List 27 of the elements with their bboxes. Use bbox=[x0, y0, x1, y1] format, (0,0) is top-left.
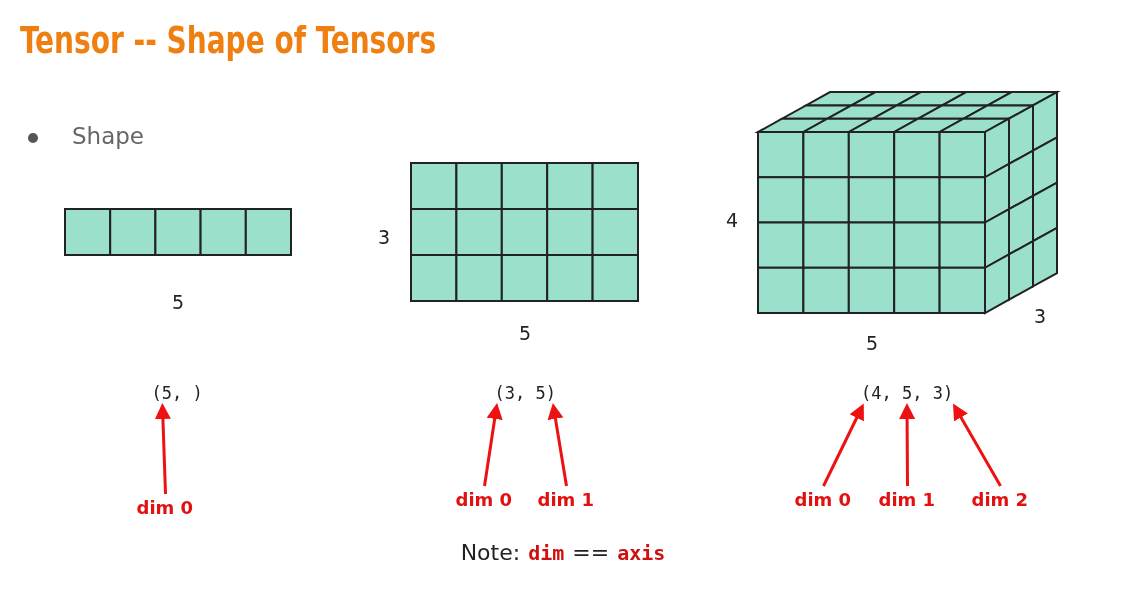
dimension-label: 3 bbox=[1034, 305, 1047, 327]
note-text: Note: bbox=[460, 540, 521, 565]
dimension-label: 5 bbox=[866, 332, 879, 354]
arrow bbox=[822, 403, 864, 487]
shape-tuple: (4, 5, 3) bbox=[861, 383, 954, 403]
dim-label: dim 1 bbox=[537, 488, 595, 510]
dimension-label: 3 bbox=[378, 226, 391, 248]
dim-label: dim 0 bbox=[455, 488, 513, 510]
arrow bbox=[154, 403, 171, 495]
code-term: dim bbox=[528, 541, 565, 565]
arrow bbox=[953, 403, 1002, 487]
arrow bbox=[483, 403, 503, 487]
code-term: axis bbox=[617, 541, 666, 565]
dim-label: dim 0 bbox=[794, 488, 852, 510]
dimension-label: 4 bbox=[726, 209, 739, 231]
dim-label: dim 2 bbox=[971, 488, 1029, 510]
dimension-label: 5 bbox=[519, 322, 532, 344]
arrow bbox=[899, 403, 916, 486]
note-text: == bbox=[572, 540, 610, 565]
dimension-label: 5 bbox=[172, 291, 185, 313]
shape-tuple: (5, ) bbox=[151, 383, 203, 403]
bullet-text: Shape bbox=[72, 123, 145, 149]
slide-title: Tensor -- Shape of Tensors bbox=[20, 18, 437, 62]
dim-label: dim 1 bbox=[878, 488, 936, 510]
dim-label: dim 0 bbox=[136, 496, 194, 518]
shape-tuple: (3, 5) bbox=[494, 383, 556, 403]
arrow bbox=[547, 403, 568, 487]
